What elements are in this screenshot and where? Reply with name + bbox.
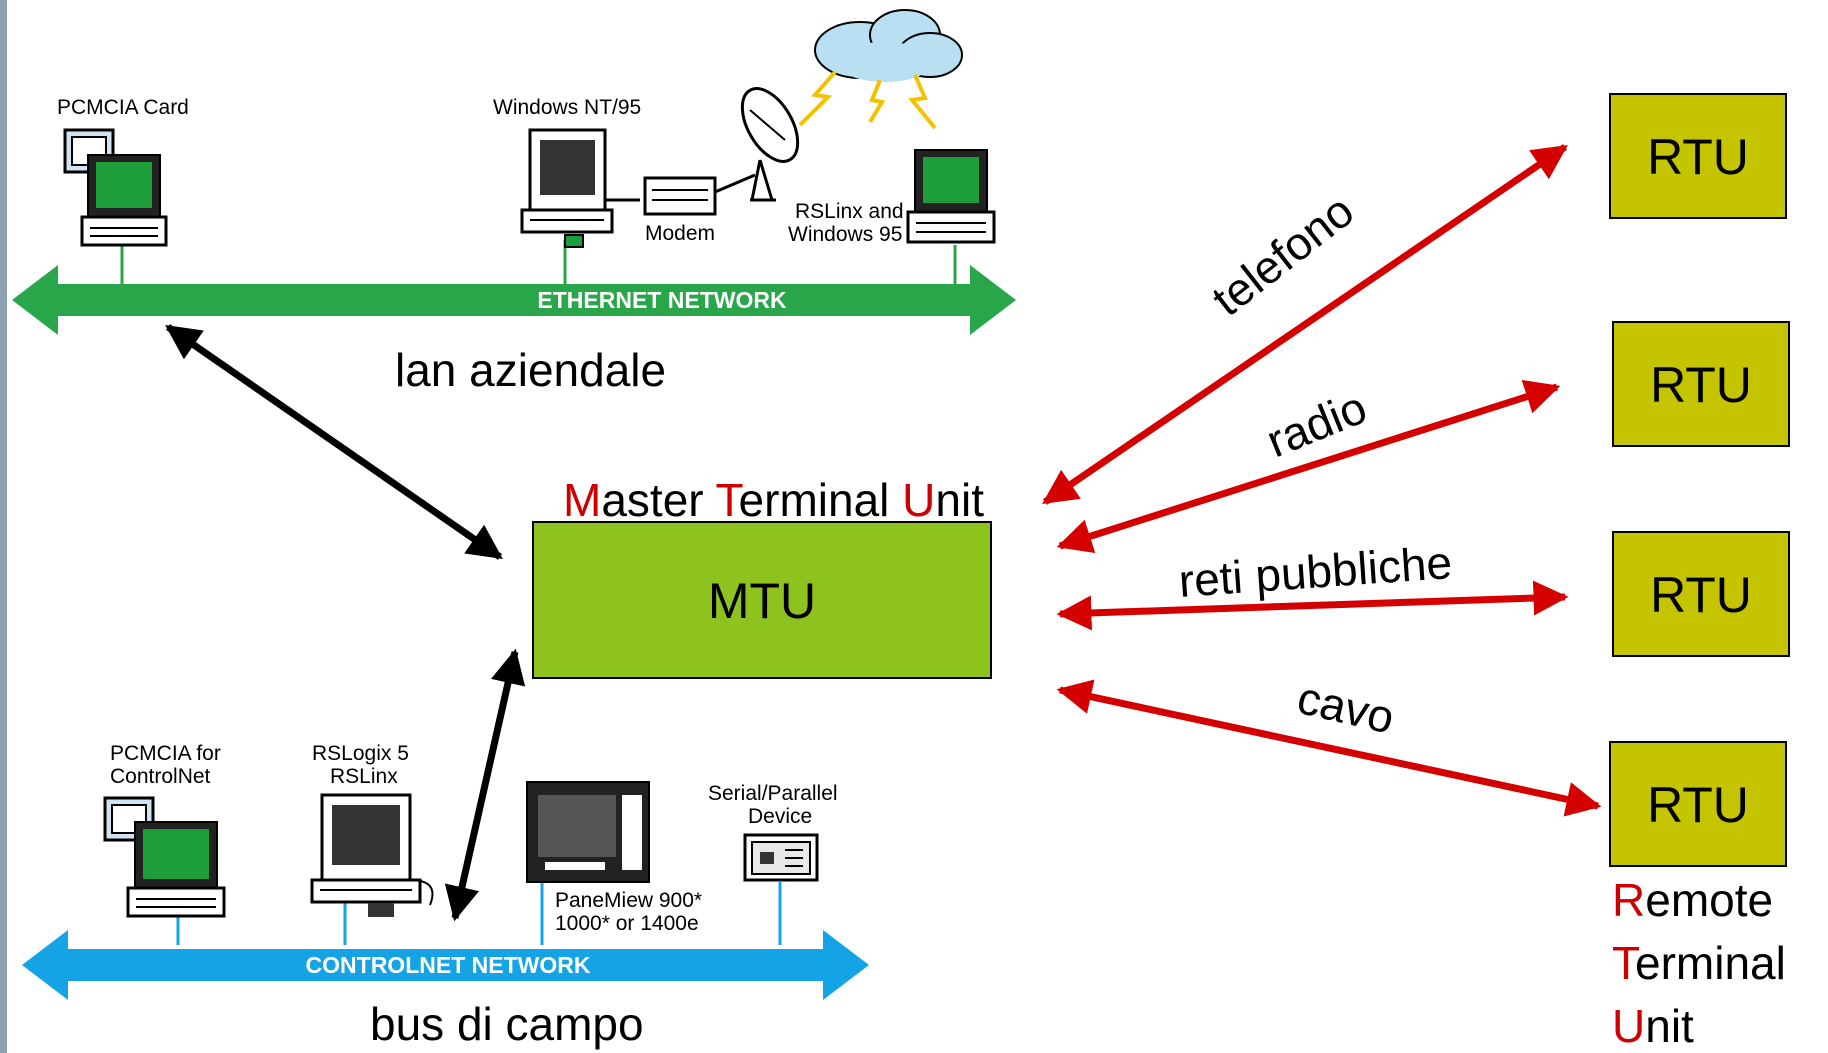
satellite-dish-icon bbox=[740, 87, 800, 202]
label-panelview-line1: PaneMiew 900* bbox=[555, 889, 702, 912]
controlnet-bus bbox=[22, 930, 869, 1000]
panelview-icon bbox=[526, 781, 650, 883]
label-controlnet: ControlNet bbox=[110, 765, 211, 788]
left-edge-bar bbox=[0, 0, 7, 1053]
controlnet-network: CONTROLNET NETWORK PCMCIA for ControlNet… bbox=[22, 742, 869, 1050]
controlnet-bus-label: CONTROLNET NETWORK bbox=[306, 952, 591, 978]
arrow-cavo bbox=[1056, 679, 1602, 817]
rtu-box bbox=[1609, 93, 1787, 219]
mtu-box bbox=[532, 521, 992, 679]
label-modem: Modem bbox=[645, 222, 715, 245]
mtu-label: MTU bbox=[708, 573, 816, 629]
rtu-box bbox=[1612, 321, 1790, 447]
rtu-caption-line: Terminal bbox=[1612, 937, 1786, 989]
link-label-cavo: cavo bbox=[1293, 671, 1399, 744]
mtu-title-initial: U bbox=[902, 474, 935, 526]
rtu-caption-line: Unit bbox=[1612, 1000, 1694, 1052]
rtu-label: RTU bbox=[1647, 129, 1749, 185]
laptop-pcmcia-controlnet bbox=[103, 796, 226, 918]
mtu-title-rest: aster bbox=[601, 474, 715, 526]
cloud-lightning-icon bbox=[798, 9, 963, 130]
label-rslogix: RSLogix 5 bbox=[312, 742, 409, 765]
label-device: Device bbox=[748, 805, 812, 828]
label-panelview-line2: 1000* or 1400e bbox=[555, 912, 699, 935]
ethernet-network: ETHERNET NETWORK PCMCIA Card Windows NT/… bbox=[12, 9, 1016, 396]
mtu-title-rest: erminal bbox=[739, 474, 903, 526]
mtu-title-initial: M bbox=[563, 474, 601, 526]
rtu-caption-rest: erminal bbox=[1635, 937, 1786, 989]
rtu-box bbox=[1609, 741, 1787, 867]
rtu-label: RTU bbox=[1647, 777, 1749, 833]
label-rslinx: RSLinx bbox=[330, 765, 398, 788]
rtu-caption-initial: R bbox=[1612, 874, 1645, 926]
rtu-caption-rest: nit bbox=[1645, 1000, 1694, 1052]
label-serial-parallel: Serial/Parallel bbox=[708, 782, 838, 805]
mtu-title: Master Terminal Unit bbox=[563, 474, 984, 526]
label-rslinx-line1: RSLinx and bbox=[795, 200, 904, 223]
arrow-reti-pubbliche bbox=[1056, 580, 1569, 631]
rtu-caption-initial: U bbox=[1612, 1000, 1645, 1052]
ethernet-bus bbox=[12, 265, 1016, 335]
rtu-caption-rest: emote bbox=[1645, 874, 1773, 926]
laptop-pcmcia-card bbox=[63, 128, 168, 247]
label-pcmcia-card: PCMCIA Card bbox=[57, 96, 189, 119]
modem-icon bbox=[643, 173, 756, 216]
caption-bus-di-campo: bus di campo bbox=[370, 998, 644, 1050]
label-pcmcia-for: PCMCIA for bbox=[110, 742, 221, 765]
serial-parallel-device-icon bbox=[743, 833, 819, 882]
rtu-caption-line: Remote bbox=[1612, 874, 1773, 926]
caption-lan-aziendale: lan aziendale bbox=[395, 344, 666, 396]
desktop-windows-nt bbox=[520, 128, 640, 248]
arrow-lan-mtu bbox=[165, 324, 503, 560]
rtu-label: RTU bbox=[1650, 357, 1752, 413]
label-windows-nt: Windows NT/95 bbox=[493, 96, 641, 119]
arrow-bus-mtu bbox=[444, 648, 526, 922]
desktop-rslogix bbox=[310, 793, 434, 917]
rtu-box bbox=[1612, 531, 1790, 657]
arrow-radio bbox=[1056, 379, 1561, 554]
ethernet-bus-label: ETHERNET NETWORK bbox=[537, 287, 787, 313]
rtu-label: RTU bbox=[1650, 567, 1752, 623]
mtu-title-rest: nit bbox=[935, 474, 984, 526]
laptop-rslinx bbox=[906, 149, 996, 244]
link-label-reti-pubbliche: reti pubbliche bbox=[1177, 536, 1454, 607]
label-rslinx-line2: Windows 95 bbox=[788, 223, 902, 246]
